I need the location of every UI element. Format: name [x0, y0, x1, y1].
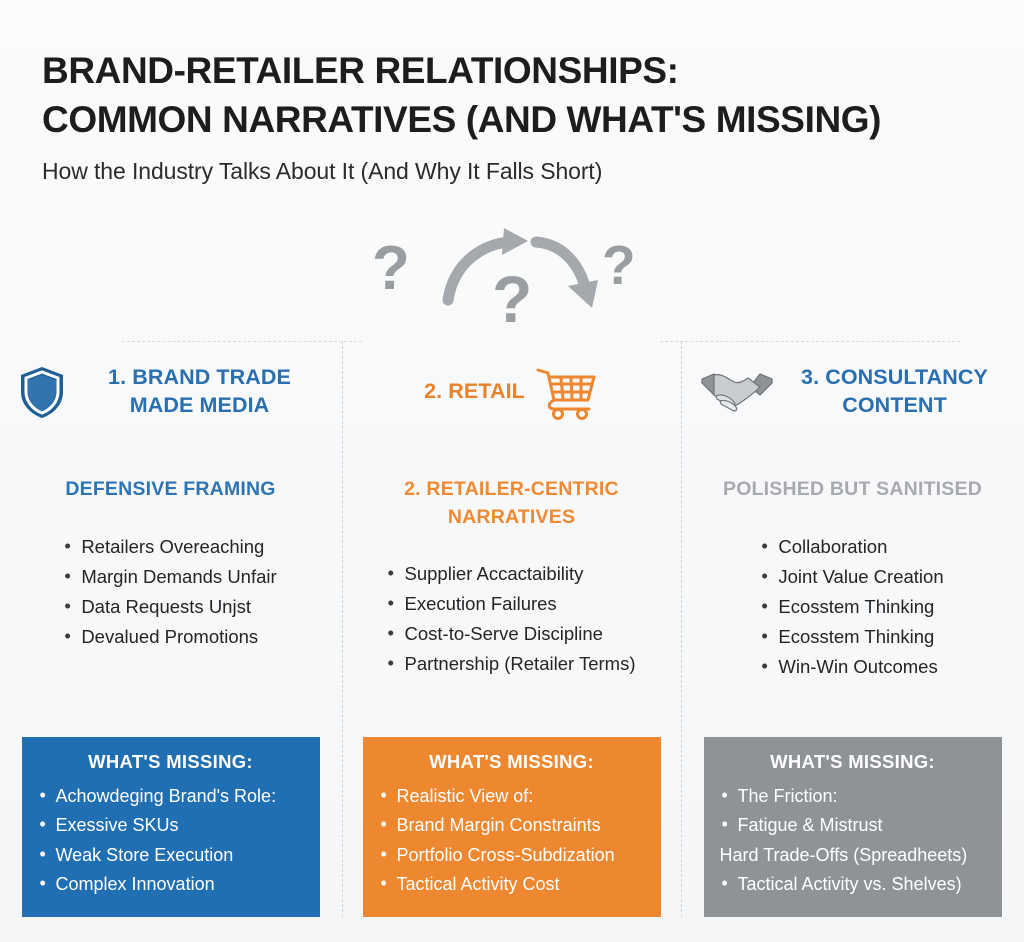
question-mark-icon-right: ?: [602, 234, 636, 296]
column-2-subheading: 2. RETAILER-CENTRIC NARRATIVES: [404, 478, 619, 528]
whats-missing-list: Realistic View of: Brand Margin Constrai…: [375, 781, 649, 899]
whats-missing-list: Achowdeging Brand's Role: Exessive SKUs …: [34, 781, 308, 899]
list-item: Tactical Activity Cost: [379, 869, 649, 899]
column-3-header: 3. CONSULTANCY CONTENT: [700, 356, 1005, 428]
list-item: Cost-to-Serve Discipline: [388, 618, 636, 649]
list-item: Brand Margin Constraints: [379, 810, 649, 840]
list-item: Ecosstem Thinking: [761, 621, 943, 652]
list-item: Data Requests Unjst: [64, 591, 276, 622]
column-1-subheading: DEFENSIVE FRAMING: [65, 478, 276, 500]
column-1-bullet-list: Retailers Overeaching Margin Demands Unf…: [64, 531, 276, 652]
whats-missing-slot-1: WHAT'S MISSING: Achowdeging Brand's Role…: [0, 737, 341, 917]
page-title-line-1: BRAND-RETAILER RELATIONSHIPS:: [42, 50, 679, 91]
whats-missing-box-brand: WHAT'S MISSING: Achowdeging Brand's Role…: [21, 737, 320, 917]
question-mark-icon-left: ?: [372, 234, 410, 303]
column-consultancy-content: 3. CONSULTANCY CONTENT POLISHED BUT SANI…: [682, 356, 1023, 682]
list-item: Realistic View of:: [379, 781, 649, 811]
list-item: Fatigue & Mistrust: [720, 810, 990, 840]
header: BRAND-RETAILER RELATIONSHIPS: COMMON NAR…: [42, 46, 1002, 185]
list-item: Partnership (Retailer Terms): [388, 648, 636, 679]
list-item: Retailers Overeaching: [64, 531, 276, 562]
whats-missing-title: WHAT'S MISSING:: [88, 751, 253, 772]
whats-missing-slot-2: WHAT'S MISSING: Realistic View of: Brand…: [341, 737, 682, 917]
list-item: Devalued Promotions: [64, 621, 276, 652]
connector-band: ? ? ?: [340, 228, 680, 343]
column-3-title: 3. CONSULTANCY CONTENT: [801, 365, 988, 417]
whats-missing-box-retail: WHAT'S MISSING: Realistic View of: Brand…: [362, 737, 661, 917]
divider-vertical-1: [342, 341, 343, 917]
list-item: Weak Store Execution: [38, 840, 308, 870]
curved-arrows-icon: [442, 228, 598, 308]
column-1-header: 1. BRAND TRADE MADE MEDIA: [18, 356, 323, 428]
whats-missing-slot-3: WHAT'S MISSING: The Friction: Fatigue & …: [682, 737, 1023, 917]
list-item: Hard Trade-Offs (Spreadheets): [719, 844, 968, 865]
whats-missing-box-consultancy: WHAT'S MISSING: The Friction: Fatigue & …: [703, 737, 1002, 917]
page-title-line-2: COMMON NARRATIVES (AND WHAT'S MISSING): [42, 99, 882, 141]
column-2-title: 2. RETAIL: [424, 379, 525, 404]
list-item: The Friction:: [720, 781, 990, 811]
list-item: Exessive SKUs: [38, 810, 308, 840]
whats-missing-row: WHAT'S MISSING: Achowdeging Brand's Role…: [0, 737, 1024, 917]
list-item: Supplier Accactaibility: [388, 558, 636, 589]
page-subtitle: How the Industry Talks About It (And Why…: [42, 158, 603, 185]
column-retail: 2. RETAIL 2. RETAILER-CENTRIC NARR: [341, 356, 682, 682]
divider-horizontal-right: [660, 341, 960, 342]
whats-missing-title: WHAT'S MISSING:: [429, 751, 594, 772]
shield-icon: [18, 365, 66, 420]
list-item: Margin Demands Unfair: [64, 561, 276, 592]
divider-horizontal-left: [122, 341, 362, 342]
column-2-bullet-list: Supplier Accactaibility Execution Failur…: [388, 558, 636, 679]
list-item: Portfolio Cross-Subdization: [379, 840, 649, 870]
list-item: Tactical Activity vs. Shelves): [720, 869, 990, 899]
divider-vertical-2: [681, 341, 682, 917]
list-item: Complex Innovation: [38, 869, 308, 899]
list-item: Execution Failures: [388, 588, 636, 619]
column-brand-trade-made-media: 1. BRAND TRADE MADE MEDIA DEFENSIVE FRAM…: [0, 356, 341, 682]
whats-missing-list: The Friction: Fatigue & Mistrust Hard Tr…: [716, 781, 990, 899]
list-item: Win-Win Outcomes: [761, 651, 943, 682]
columns-container: 1. BRAND TRADE MADE MEDIA DEFENSIVE FRAM…: [0, 356, 1024, 682]
column-3-bullet-list: Collaboration Joint Value Creation Ecoss…: [761, 531, 943, 682]
column-3-subheading: POLISHED BUT SANITISED: [722, 478, 982, 500]
list-item: Ecosstem Thinking: [761, 591, 943, 622]
column-2-header: 2. RETAIL: [359, 356, 664, 428]
question-mark-icon-middle: ?: [492, 262, 533, 336]
list-item: Achowdeging Brand's Role:: [38, 781, 308, 811]
column-1-title: 1. BRAND TRADE MADE MEDIA: [108, 365, 291, 417]
shopping-cart-icon: [535, 364, 599, 420]
handshake-icon: [700, 369, 774, 415]
list-item: Joint Value Creation: [761, 561, 943, 592]
whats-missing-title: WHAT'S MISSING:: [770, 751, 935, 772]
page-title: BRAND-RETAILER RELATIONSHIPS: COMMON NAR…: [42, 46, 1002, 144]
list-item: Collaboration: [761, 531, 943, 562]
